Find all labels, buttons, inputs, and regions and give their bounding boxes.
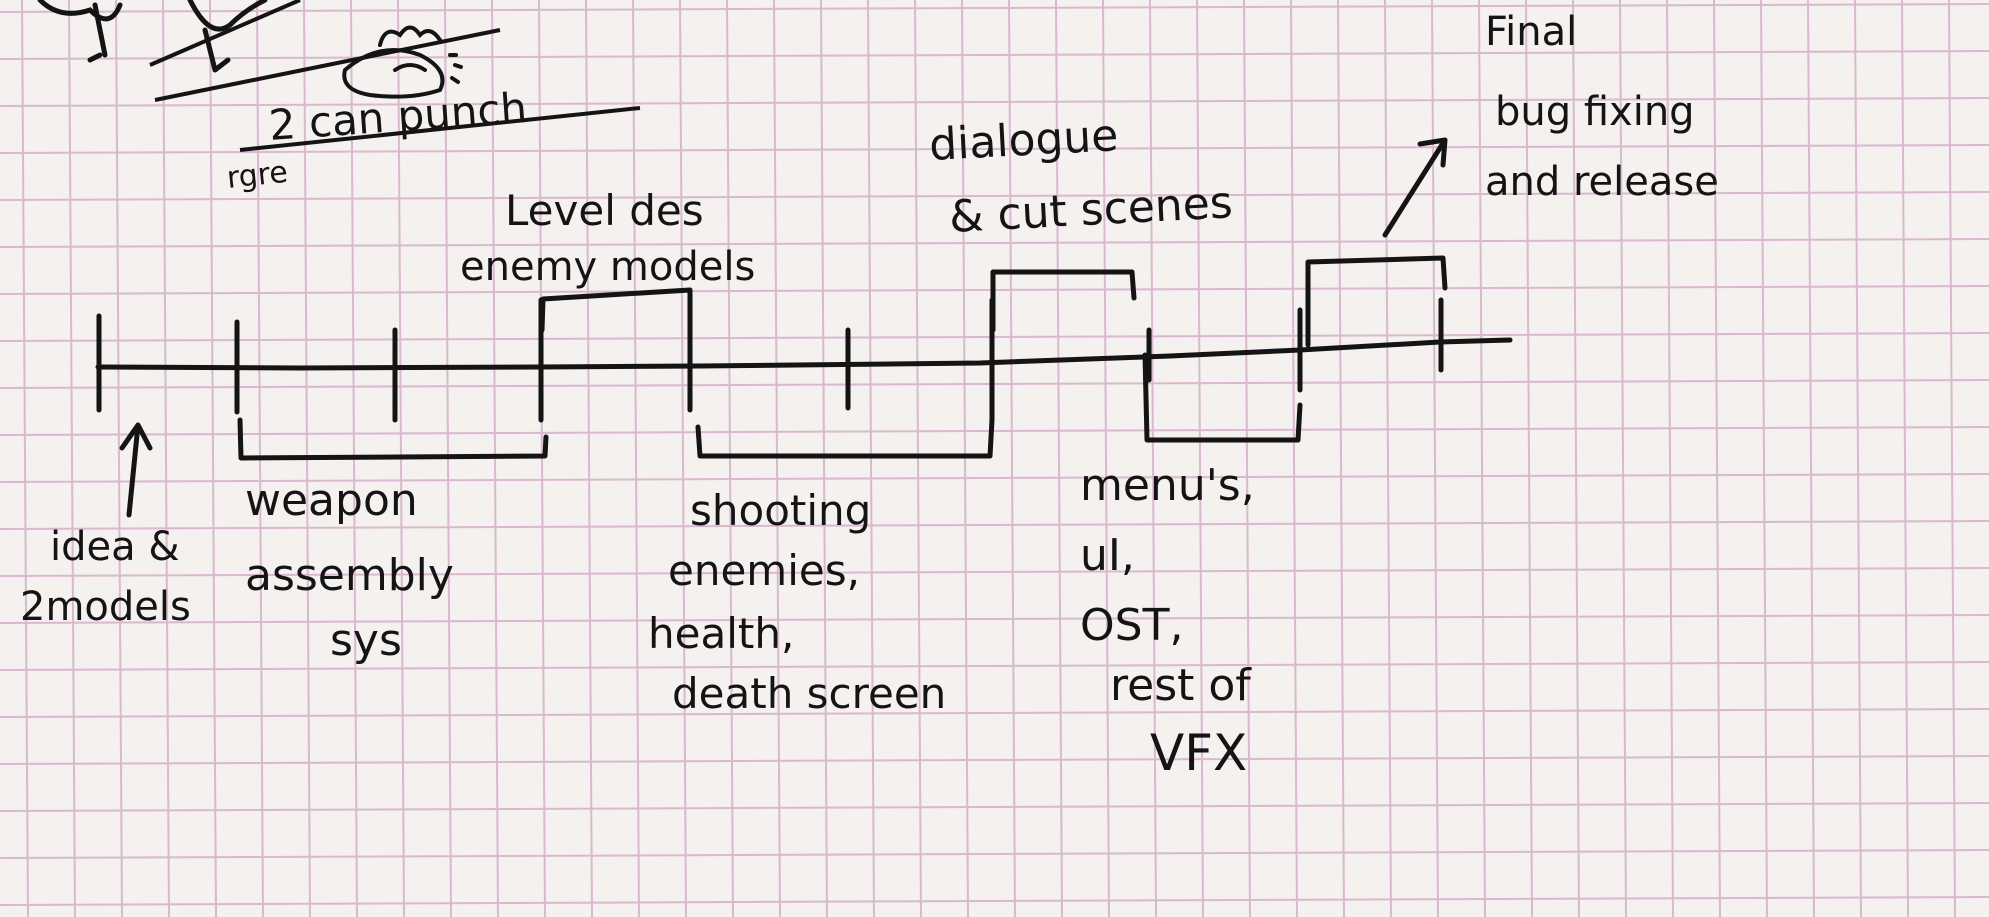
grid-vline bbox=[1713, 0, 1721, 917]
label-menus-line4: rest of bbox=[1110, 660, 1252, 711]
label-dialogue-line1: dialogue bbox=[928, 110, 1120, 171]
label-shooting-line1: shooting bbox=[690, 486, 871, 535]
label-menus-line2: uI, bbox=[1080, 530, 1135, 581]
grid-vline bbox=[1149, 0, 1157, 917]
grid-hline bbox=[0, 426, 1989, 436]
grid-vline bbox=[1478, 0, 1486, 917]
bracket-shooting bbox=[695, 417, 995, 459]
scribble-strike-2 bbox=[149, 0, 301, 67]
bracket-level bbox=[539, 287, 693, 333]
label-weapon-line1: weapon bbox=[245, 475, 418, 526]
label-menus-line1: menu's, bbox=[1080, 460, 1255, 511]
label-menus-line3: OST, bbox=[1080, 600, 1183, 651]
grid-hline bbox=[0, 614, 1989, 624]
grid-vline bbox=[632, 0, 640, 917]
grid-vline bbox=[1431, 0, 1439, 917]
grid-vline bbox=[1290, 0, 1298, 917]
label-idea-line2: 2models bbox=[20, 584, 191, 630]
grid-vline bbox=[1525, 0, 1533, 917]
grid-vline bbox=[1102, 0, 1110, 917]
grid-hline bbox=[0, 567, 1989, 577]
grid-hline bbox=[0, 802, 1989, 812]
scribble-strike-3 bbox=[239, 106, 641, 152]
arrow-up-final bbox=[1382, 137, 1448, 238]
grid-vline bbox=[1901, 0, 1909, 917]
label-weapon-line2: assembly bbox=[245, 550, 454, 601]
label-final-line3: and release bbox=[1485, 159, 1719, 205]
grid-hline bbox=[0, 849, 1989, 859]
scribble-strike-1 bbox=[154, 28, 501, 102]
grid-hline bbox=[0, 708, 1989, 718]
grid-hline bbox=[0, 3, 1989, 13]
label-level-line1: Level des bbox=[505, 186, 704, 235]
label-weapon-line3: sys bbox=[330, 615, 402, 666]
timeline-ticks bbox=[96, 297, 1444, 423]
timeline-axis bbox=[95, 337, 1513, 371]
grid-vline bbox=[1666, 0, 1674, 917]
label-idea-line1: idea & bbox=[50, 524, 180, 570]
arrow-up-idea bbox=[119, 422, 153, 518]
grid-hline bbox=[0, 144, 1989, 154]
bracket-final bbox=[1305, 255, 1448, 348]
label-final-line2: bug fixing bbox=[1495, 89, 1695, 135]
doodle-creature bbox=[342, 25, 463, 99]
label-shooting-line3: health, bbox=[648, 609, 794, 658]
grid-vline bbox=[1243, 0, 1251, 917]
grid-hline bbox=[0, 520, 1989, 530]
bracket-menus bbox=[1142, 352, 1303, 443]
grid-vline bbox=[1196, 0, 1204, 917]
bracket-dialogue bbox=[990, 269, 1137, 333]
grid-hline bbox=[0, 238, 1989, 248]
grid-vline bbox=[679, 0, 687, 917]
grid-hline bbox=[0, 191, 1989, 201]
grid-hline bbox=[0, 97, 1989, 107]
grid-vline bbox=[1337, 0, 1345, 917]
grid-vline bbox=[1572, 0, 1580, 917]
bracket-weapon bbox=[237, 417, 549, 461]
top-note-line2: rgre bbox=[225, 155, 289, 196]
grid-vline bbox=[1619, 0, 1627, 917]
grid-hline bbox=[0, 473, 1989, 483]
label-shooting-line4: death screen bbox=[672, 669, 946, 718]
grid-vline bbox=[1807, 0, 1815, 917]
grid-vline bbox=[1854, 0, 1862, 917]
grid-hline bbox=[0, 896, 1989, 906]
label-level-line2: enemy models bbox=[460, 244, 755, 290]
label-shooting-line2: enemies, bbox=[668, 546, 860, 595]
grid-hline bbox=[0, 50, 1989, 60]
grid-vline bbox=[1055, 0, 1063, 917]
grid-vline bbox=[1008, 0, 1016, 917]
label-menus-line5: VFX bbox=[1150, 724, 1247, 782]
grid-vline bbox=[585, 0, 593, 917]
doodle-top-left bbox=[37, 0, 268, 73]
grid-vline bbox=[1760, 0, 1768, 917]
grid-hline bbox=[0, 755, 1989, 765]
grid-vline bbox=[1384, 0, 1392, 917]
label-final-line1: Final bbox=[1485, 9, 1577, 55]
grid-hline bbox=[0, 661, 1989, 671]
grid-vline bbox=[1948, 0, 1956, 917]
